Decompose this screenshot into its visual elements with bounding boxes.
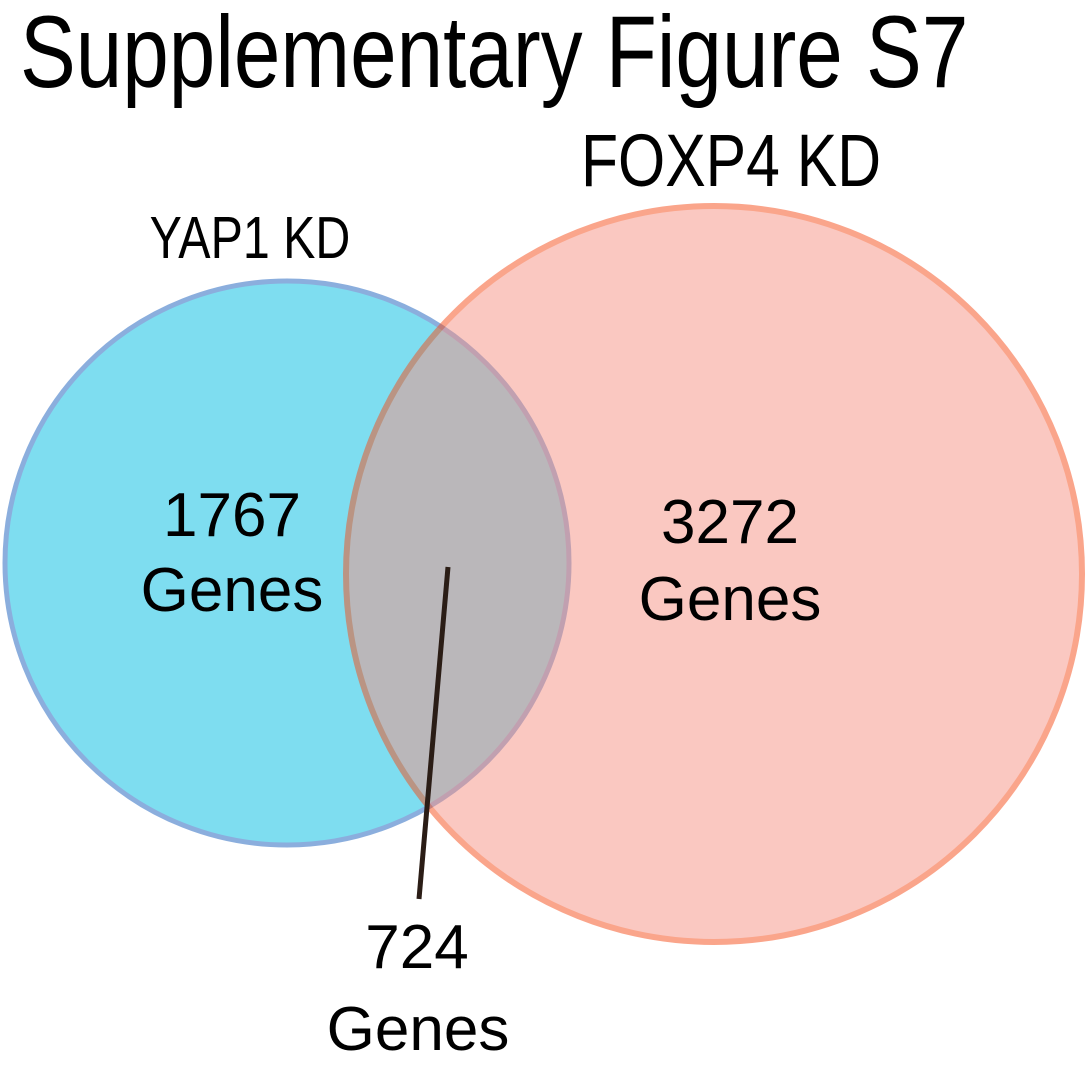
intersection-count: 724	[365, 913, 468, 982]
left-set-label: YAP1 KD	[150, 206, 351, 272]
left-set-count: 1767	[163, 481, 301, 550]
right-set-unit: Genes	[639, 565, 822, 634]
right-set-count: 3272	[661, 488, 799, 557]
right-set-label: FOXP4 KD	[581, 120, 881, 202]
right-circle-group	[343, 203, 1085, 945]
left-set-unit: Genes	[141, 556, 324, 625]
figure-title: Supplementary Figure S7	[20, 0, 968, 109]
intersection-leader-line	[416, 566, 451, 900]
intersection-unit: Genes	[327, 995, 510, 1064]
right-circle-foxp4	[343, 203, 1085, 945]
